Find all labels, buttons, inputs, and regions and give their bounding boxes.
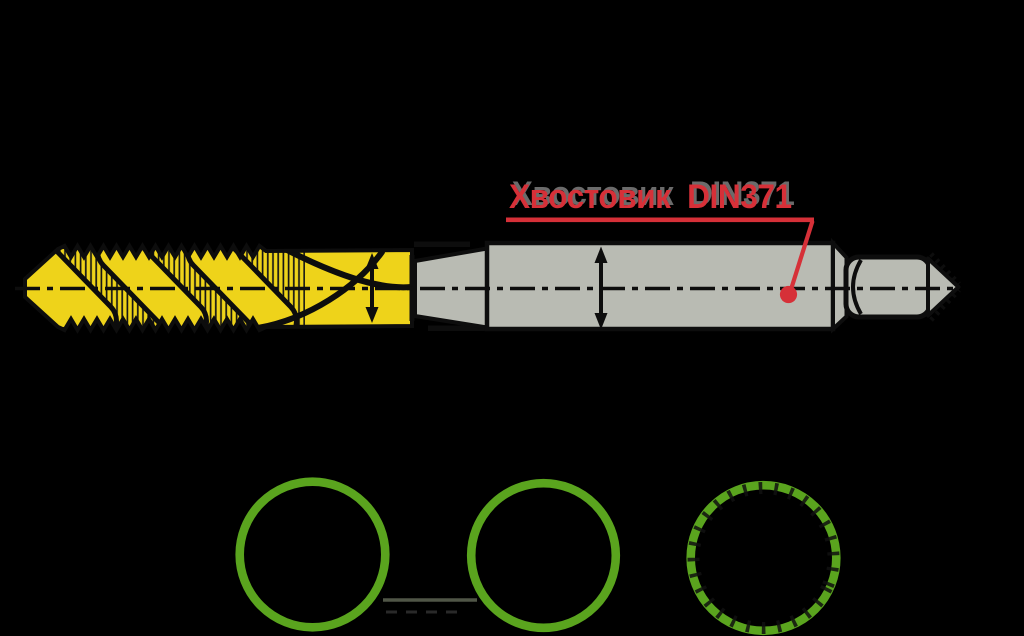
square-drive-arc [851, 258, 863, 316]
thread-outline [23, 242, 414, 334]
annotation-circle-2 [466, 478, 621, 633]
callout-leader-line [788, 220, 815, 292]
callout-leader-dot [779, 285, 798, 304]
faint-drawing-remnant [383, 598, 477, 614]
thread-diameter-arrow [365, 253, 379, 323]
cone-serration-bottom [929, 288, 961, 322]
annotation-circle-3 [686, 480, 841, 636]
callout-underline [506, 217, 814, 223]
shank-diameter-arrow [594, 246, 608, 330]
annotation-circle-3-hatch [687, 482, 840, 634]
shank-step-line-top [414, 241, 470, 247]
cone-serration-top [929, 252, 961, 286]
shank-section [413, 237, 961, 334]
shank-step-line-bottom [428, 325, 488, 331]
annotation-circle-1 [235, 477, 390, 632]
spiral-lands [25, 246, 299, 330]
shank-body [484, 240, 836, 332]
callout-pointer [506, 217, 815, 304]
shank-end-chamfer [831, 237, 849, 334]
callout-label: Хвостовик DIN371 [509, 178, 792, 216]
annotation-circles [235, 477, 841, 636]
